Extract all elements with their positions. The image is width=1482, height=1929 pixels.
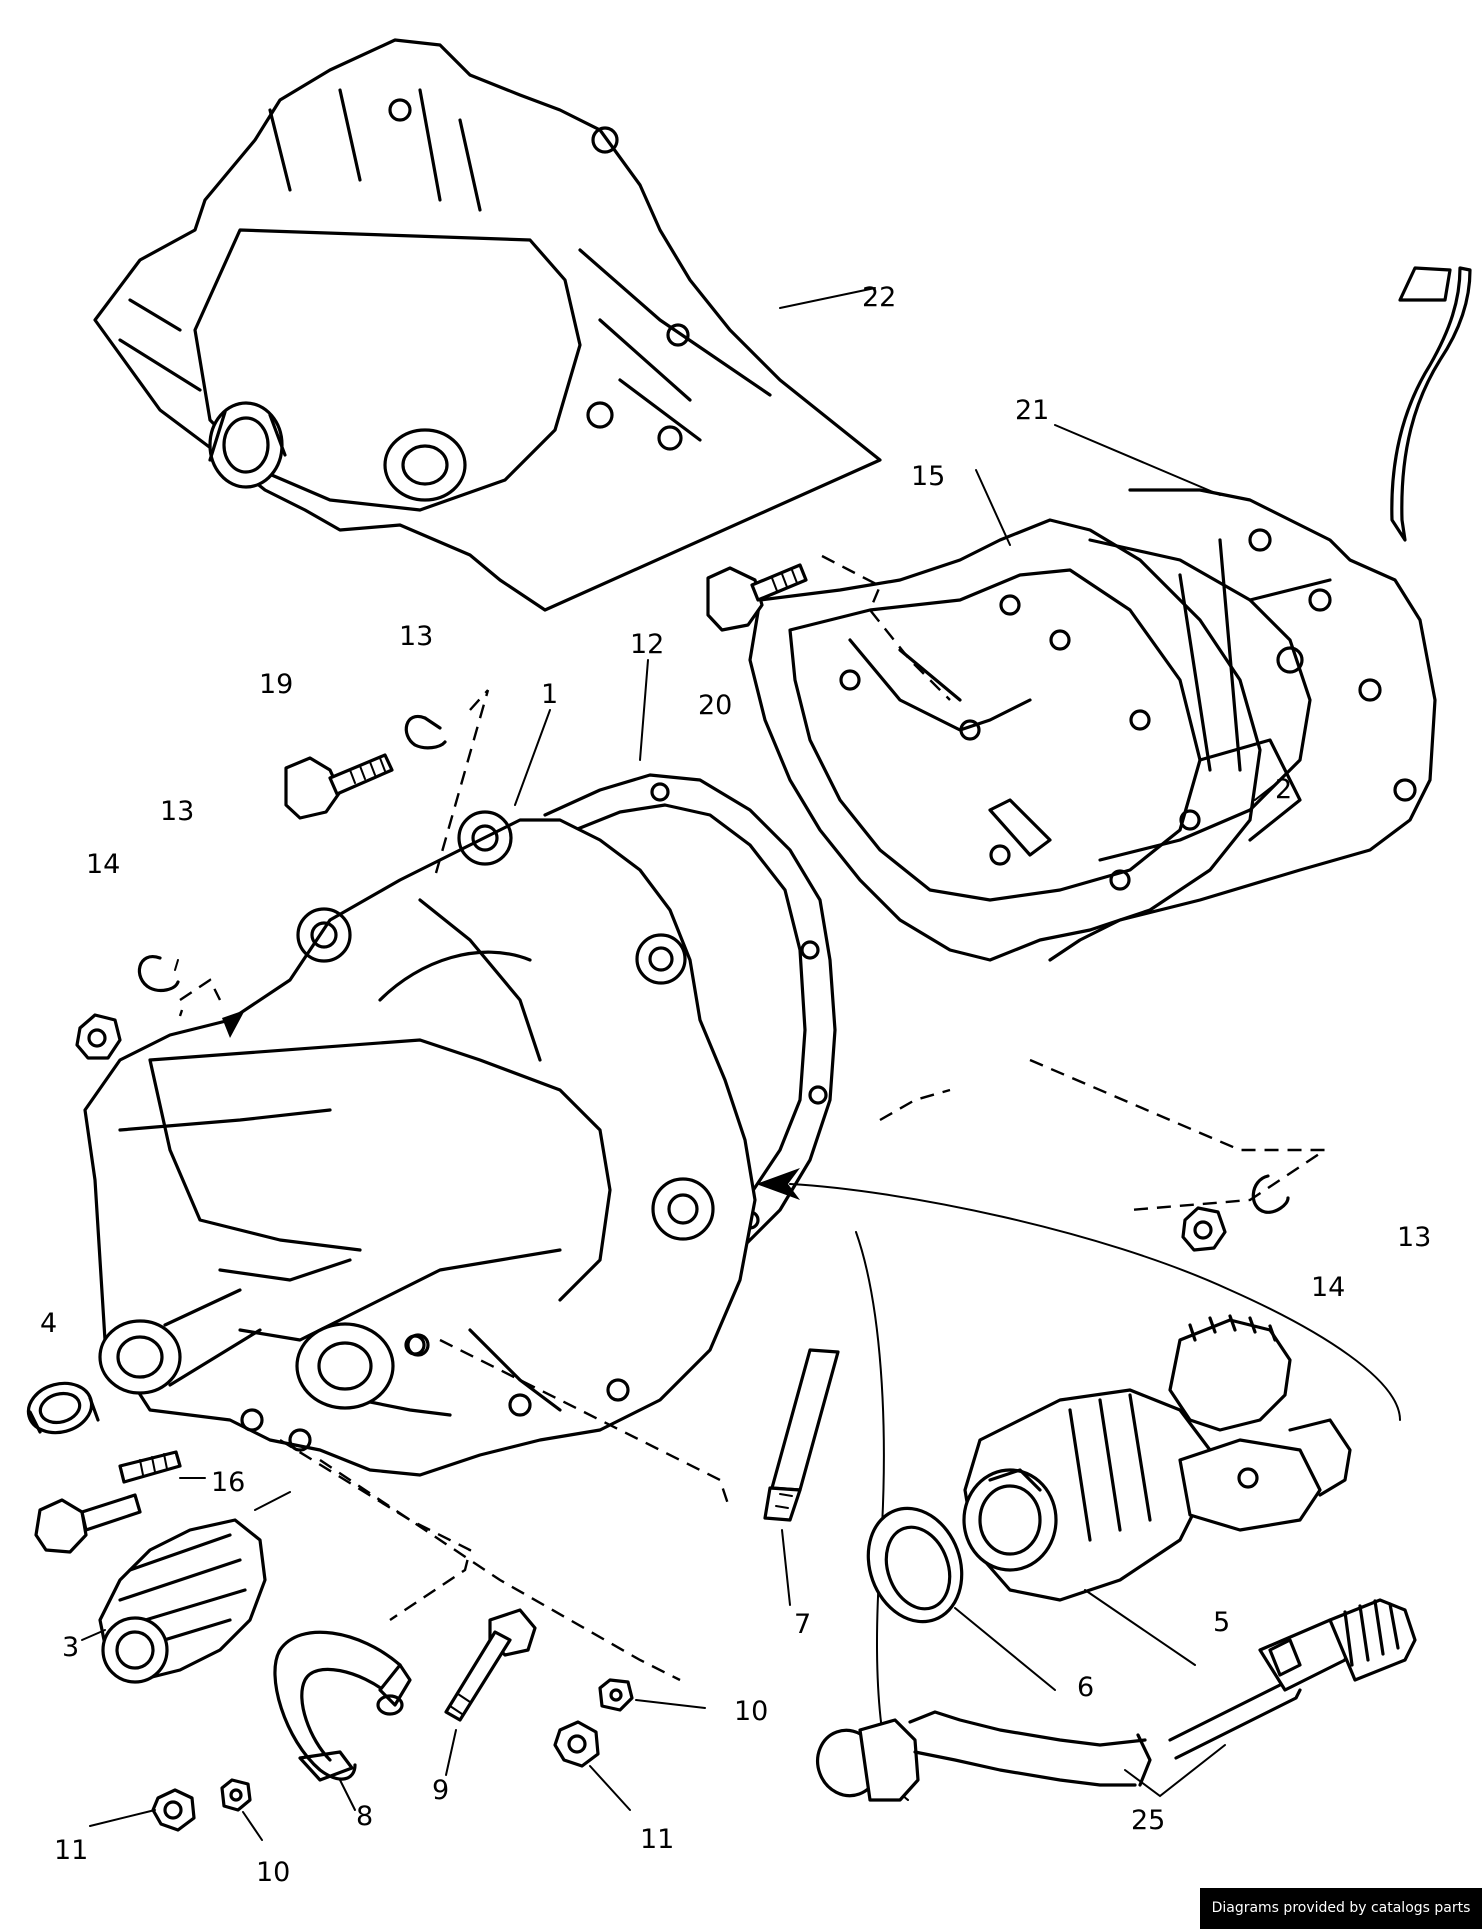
callout-label: 8 <box>356 1801 373 1832</box>
callout-label: 5 <box>1213 1607 1230 1638</box>
callout-label: 13 <box>160 796 194 827</box>
callout-label: 12 <box>630 629 664 660</box>
part-3-boot <box>98 1518 267 1684</box>
callout-label: 3 <box>62 1632 79 1663</box>
callout-label: 25 <box>1131 1805 1165 1836</box>
callout-label: 22 <box>862 282 896 313</box>
part-22-cover <box>93 38 882 612</box>
part-15-gasket <box>748 518 1262 962</box>
part-9-bolt <box>444 1608 537 1722</box>
part-7-pin <box>763 1348 840 1522</box>
callout-label: 20 <box>698 690 732 721</box>
callout-label: 11 <box>640 1824 674 1855</box>
alignment-lines <box>178 554 1329 1682</box>
part-4-ring <box>26 1381 100 1435</box>
callout-label: 10 <box>734 1696 768 1727</box>
part-25-cable <box>816 1598 1417 1802</box>
diagram-credit: Diagrams provided by catalogs parts <box>1200 1888 1482 1929</box>
callout-label: 13 <box>399 621 433 652</box>
part-11-nut <box>553 1720 600 1768</box>
part-5-drive <box>962 1314 1352 1602</box>
part-13-clip <box>1251 1174 1290 1214</box>
callout-label: 21 <box>1015 395 1049 426</box>
part-2-housing <box>1048 266 1472 962</box>
part-16-bolt <box>34 1450 182 1554</box>
part-8-clamp <box>273 1630 412 1782</box>
part-1-housing <box>83 810 757 1477</box>
part-13-clip <box>404 714 447 750</box>
part-10-washer <box>598 1678 634 1712</box>
callout-label: 14 <box>86 849 120 880</box>
callout-label: 14 <box>1311 1272 1345 1303</box>
part-19-bolt <box>284 753 394 820</box>
callout-label: 15 <box>911 461 945 492</box>
callout-label: 11 <box>54 1835 88 1866</box>
callout-label: 19 <box>259 669 293 700</box>
callout-label: 2 <box>1275 774 1292 805</box>
callout-label: 13 <box>1397 1222 1431 1253</box>
callout-label: 16 <box>211 1467 245 1498</box>
part-13-clip <box>137 955 180 993</box>
part-10-washer <box>220 1778 252 1812</box>
callout-label: 4 <box>40 1308 57 1339</box>
callout-label: 6 <box>1077 1672 1094 1703</box>
callout-label: 10 <box>256 1857 290 1888</box>
part-14-nut <box>75 1013 122 1060</box>
part-11-nut <box>151 1788 196 1832</box>
part-6-seal <box>866 1506 964 1624</box>
callout-label: 9 <box>432 1775 449 1806</box>
callout-label: 1 <box>541 679 558 710</box>
part-20-bolt <box>706 563 808 632</box>
callout-label: 7 <box>794 1609 811 1640</box>
part-14-nut <box>1181 1206 1227 1252</box>
